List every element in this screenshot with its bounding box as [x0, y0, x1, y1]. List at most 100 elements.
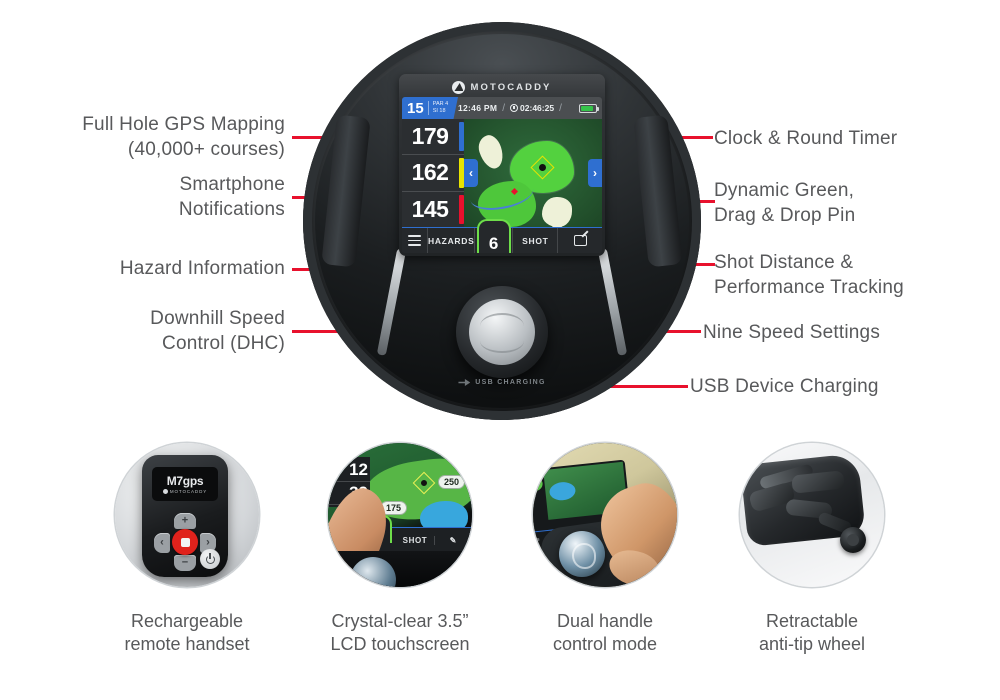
thumbnail-lcd-touchscreen[interactable]: 175 250 12 39 SHOT ✎ 6 [328, 443, 472, 587]
brand-name: MOTOCADDY [470, 81, 552, 93]
usb-icon [458, 379, 471, 386]
hole-map[interactable]: ‹ › [464, 119, 602, 227]
mini-shot-label: SHOT [396, 536, 435, 545]
speed-down-label: − [181, 556, 189, 569]
stop-square-icon [180, 537, 190, 547]
mini-edit-icon: ✎ [449, 536, 457, 545]
speed-badge: 6 [476, 219, 511, 253]
callout-label-gps-mapping: Full Hole GPS Mapping (40,000+ courses) [82, 114, 285, 160]
callout-label-usb-charging: USB Device Charging [690, 376, 879, 397]
round-timer-text: 02:46:25 [520, 103, 555, 113]
edit-pencil-icon [573, 235, 587, 246]
gps-lcd-screen[interactable]: 15 PAR 4 SI 18 12:46 PM / 02:46:25 [402, 97, 602, 253]
battery-fill [581, 105, 594, 111]
callout-label-downhill-speed-control: Downhill Speed Control (DHC) [150, 308, 285, 354]
callout-label-notifications: Smartphone Notifications [178, 174, 285, 220]
thumbnail-caption-remote-handset: Rechargeable remote handset [124, 611, 250, 654]
thumbnail-remote-handset[interactable]: M7gps MOTOCADDY + − ‹ › [115, 443, 259, 587]
map-prev-button[interactable]: ‹ [464, 159, 478, 187]
distance-marker-middle [459, 158, 464, 188]
callout-label-nine-speed-settings: Nine Speed Settings [703, 322, 881, 343]
trim-strip-right [597, 248, 628, 356]
handle-bar-right [633, 114, 683, 268]
motocaddy-logo-icon [452, 80, 466, 94]
trim-strip-left [376, 248, 407, 356]
clock-text: 12:46 PM [458, 103, 498, 113]
menu-button[interactable] [402, 228, 428, 253]
status-separator-1: / [502, 102, 506, 114]
status-separator-2: / [559, 102, 562, 114]
callout-label-hazard-information: Hazard Information [119, 258, 285, 279]
screen-status-bar: 15 PAR 4 SI 18 12:46 PM / 02:46:25 [402, 97, 602, 119]
screen-navbar: HAZARDS 6 SHOT [402, 219, 602, 253]
callout-label-shot-distance: Shot Distance & Performance Tracking [714, 252, 904, 298]
distance-middle: 162 [411, 159, 449, 186]
speed-dial[interactable] [456, 286, 548, 378]
handset-model-name: M7gps [166, 474, 204, 488]
distance-front: 145 [411, 195, 449, 222]
map-next-button[interactable]: › [588, 159, 602, 187]
hole-number: 15 [407, 99, 424, 117]
speed-dial-face [469, 299, 535, 365]
mini-distance-column: 12 39 [328, 457, 370, 507]
trolley-control-unit: MOTOCADDY 15 PAR 4 SI 18 12:46 PM [303, 22, 701, 420]
handset-speed-up-button[interactable]: + [174, 513, 196, 529]
speed-value: 6 [488, 234, 500, 253]
handle-bar-left [321, 114, 371, 268]
hamburger-menu-icon [408, 235, 421, 246]
par-label: PAR 4 [432, 101, 449, 107]
callout-label-clock-round-timer: Clock & Round Timer [714, 128, 898, 149]
speed-up-label: + [181, 514, 189, 527]
thumbnail-caption-lcd-touchscreen: Crystal-clear 3.5” LCD touchscreen [330, 611, 470, 654]
right-label: › [206, 536, 210, 549]
stopwatch-icon [510, 104, 519, 112]
motocaddy-logo-icon [162, 489, 168, 494]
handset-brand: MOTOCADDY [162, 489, 208, 494]
handset-left-button[interactable]: ‹ [154, 533, 170, 553]
distance-row-front: 145 [402, 192, 464, 227]
handset-label-plate: M7gps MOTOCADDY [152, 467, 218, 501]
mini-distance-top: 12 [328, 459, 370, 482]
thumbnail-caption-anti-tip-wheel: Retractable anti-tip wheel [758, 611, 866, 654]
stroke-index-label: SI 18 [432, 108, 446, 114]
handset-stop-button[interactable] [172, 529, 198, 555]
brand-header: MOTOCADDY [402, 77, 602, 97]
usb-charging-port-label: USB CHARGING [458, 379, 545, 386]
distance-bubble-far: 250 [438, 475, 466, 489]
distance-column: 179 162 145 [402, 119, 464, 227]
screen-bezel: MOTOCADDY 15 PAR 4 SI 18 12:46 PM [399, 74, 605, 256]
speed-dial-thumb [350, 557, 396, 587]
speed-setting-button[interactable]: 6 [475, 219, 514, 253]
handset-brand-text: MOTOCADDY [169, 489, 208, 494]
round-timer: 02:46:25 [510, 103, 554, 113]
edit-scorecard-button[interactable] [558, 228, 602, 253]
handset-power-button[interactable] [200, 549, 220, 569]
bunker-upper-left [475, 132, 507, 172]
hazards-label: HAZARDS [428, 235, 475, 246]
callout-label-dynamic-green: Dynamic Green, Drag & Drop Pin [714, 180, 856, 226]
usb-charging-text: USB CHARGING [475, 379, 546, 386]
hazards-button[interactable]: HAZARDS [428, 228, 476, 253]
power-icon [205, 552, 215, 564]
distance-marker-front [459, 194, 464, 224]
anti-tip-wheel [840, 527, 866, 553]
left-label: ‹ [160, 536, 164, 549]
thumbnail-caption-dual-handle: Dual handle control mode [552, 611, 658, 654]
thumbnail-anti-tip-wheel[interactable] [740, 443, 884, 587]
distance-marker-back [459, 122, 464, 152]
thumbnail-dual-handle[interactable]: 98 ≡ HAZRD 6 SHOT [533, 443, 677, 587]
hole-meta: PAR 4 SI 18 [427, 101, 449, 115]
device-shell: MOTOCADDY 15 PAR 4 SI 18 12:46 PM [315, 34, 689, 408]
remote-handset-body: M7gps MOTOCADDY + − ‹ › [142, 455, 228, 577]
distance-back: 179 [411, 123, 449, 150]
shot-button[interactable]: SHOT [513, 228, 559, 253]
handset-dpad[interactable]: + − ‹ › [154, 513, 216, 571]
hole-badge[interactable]: 15 PAR 4 SI 18 [402, 97, 458, 119]
handset-right-button[interactable]: › [200, 533, 216, 553]
distance-row-middle: 162 [402, 155, 464, 192]
handset-speed-down-button[interactable]: − [174, 555, 196, 571]
mini-distance-value: 98 [533, 470, 543, 487]
control-knob [559, 531, 605, 577]
battery-icon [579, 103, 599, 113]
